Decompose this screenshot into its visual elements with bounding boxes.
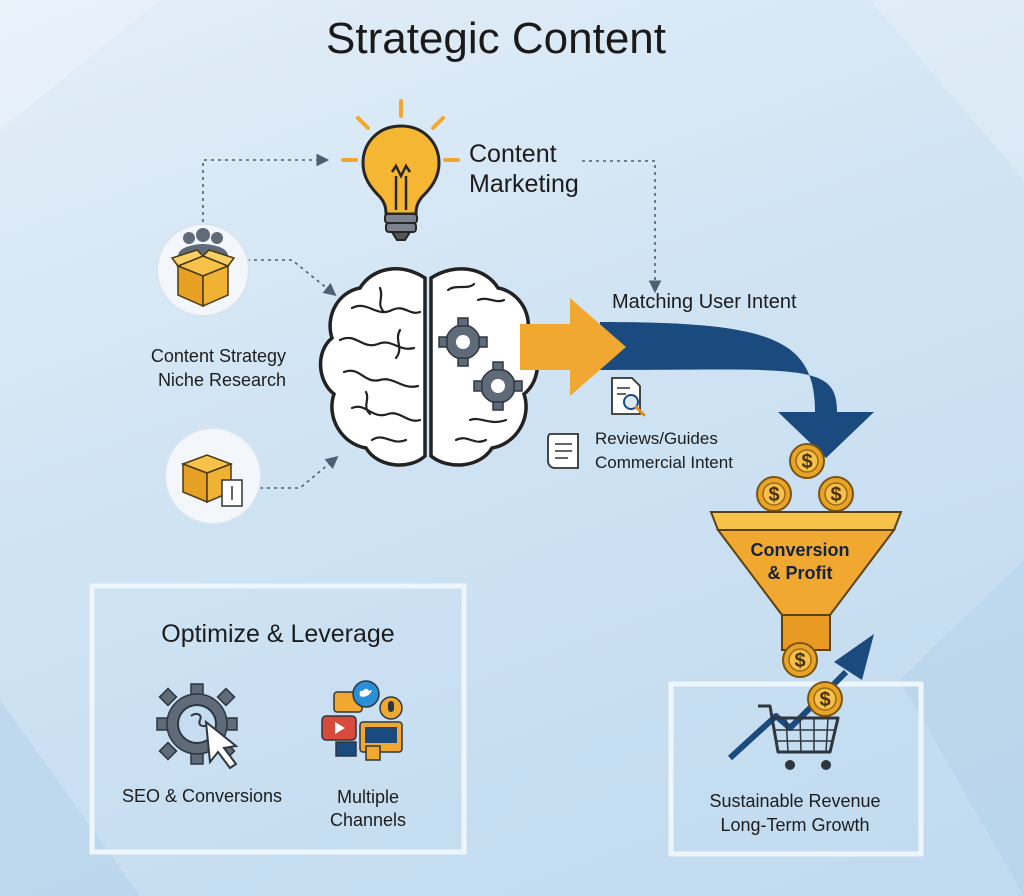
revenue-label: Sustainable Revenue Long-Term Growth — [670, 789, 920, 837]
content-marketing-label: Content Marketing — [469, 139, 579, 199]
bg-facet — [900, 560, 1024, 896]
svg-text:$: $ — [794, 650, 805, 672]
funnel-label: Conversion & Profit — [720, 539, 880, 585]
brain-icon — [318, 267, 540, 467]
funnel-line2: & Profit — [767, 563, 833, 583]
reviews-line2: Commercial Intent — [595, 453, 733, 472]
reviews-label: Reviews/Guides Commercial Intent — [595, 427, 733, 475]
intent-flow-arrow — [520, 298, 874, 458]
bg-facet — [0, 0, 160, 130]
revenue-panel — [668, 681, 924, 857]
channels-line2: Channels — [329, 810, 407, 830]
optimize-title: Optimize & Leverage — [161, 620, 395, 648]
bg-facet — [0, 700, 140, 896]
matching-intent-label: Matching User Intent — [612, 291, 797, 313]
content-strategy-line2: Niche Research — [157, 370, 286, 390]
channels-label: Multiple Channels — [300, 786, 436, 832]
svg-text:$: $ — [801, 451, 812, 473]
svg-text:$: $ — [768, 484, 779, 506]
seo-gear-icon — [156, 683, 239, 770]
audience-box-icon — [156, 223, 250, 317]
funnel-line1: Conversion — [750, 540, 850, 560]
coin-icon: $ — [789, 443, 825, 479]
coin-icon: $ — [818, 476, 854, 512]
page-title: Strategic Content — [326, 14, 666, 63]
reviews-line1: Reviews/Guides — [595, 429, 718, 448]
svg-text:$: $ — [830, 484, 841, 506]
seo-label: SEO & Conversions — [121, 786, 283, 806]
search-document-icon — [611, 377, 646, 417]
scroll-document-icon — [547, 433, 579, 469]
optimize-panel — [89, 583, 467, 855]
content-marketing-line2: Marketing — [469, 170, 579, 198]
revenue-line2: Long-Term Growth — [720, 815, 870, 835]
coin-icon: $ — [782, 642, 818, 678]
dotted-connectors — [202, 153, 662, 489]
bg-facet — [870, 0, 1024, 180]
content-strategy-label: Content Strategy Niche Research — [120, 344, 286, 392]
revenue-line1: Sustainable Revenue — [709, 791, 881, 811]
content-marketing-line1: Content — [469, 140, 557, 168]
box-document-icon — [164, 427, 262, 525]
content-strategy-line1: Content Strategy — [150, 346, 286, 366]
shopping-cart-icon — [758, 704, 840, 770]
coin-icon: $ — [756, 476, 792, 512]
social-channels-icon — [321, 680, 403, 761]
funnel-icon — [709, 511, 903, 651]
coin-icon: $ — [807, 681, 843, 717]
lightbulb-icon — [341, 99, 460, 241]
channels-line1: Multiple — [336, 787, 400, 807]
svg-text:$: $ — [819, 689, 830, 711]
